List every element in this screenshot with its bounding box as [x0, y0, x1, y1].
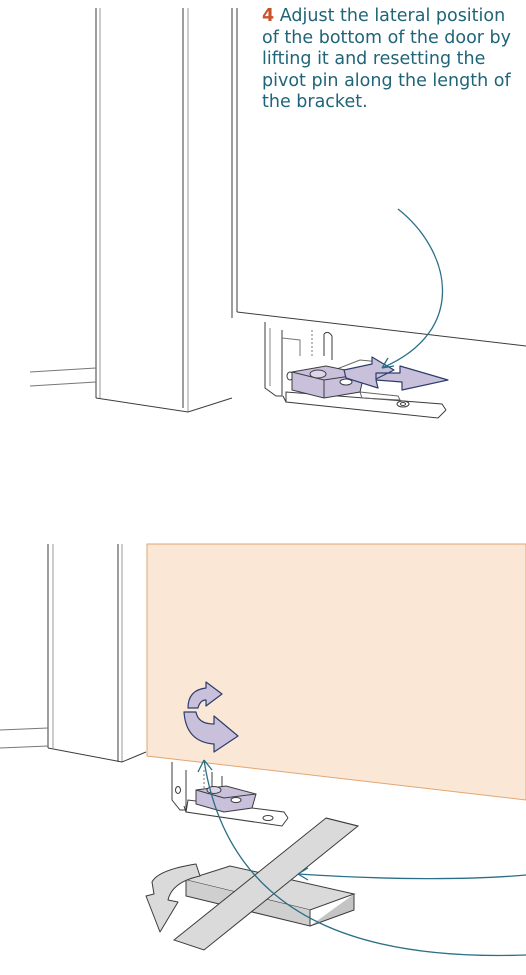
step-text: Adjust the lateral position of the botto… [262, 6, 511, 112]
leader-line-top [382, 209, 443, 368]
step-number: 4 [262, 6, 274, 26]
step-caption: 4 Adjust the lateral position of the bot… [262, 6, 524, 114]
leader-line-bottom-1 [298, 874, 526, 879]
cabinet-side-panel-top [30, 8, 237, 412]
cabinet-side-panel-bottom [0, 544, 146, 762]
lift-down-arrow [146, 864, 200, 932]
bottom-illustration [0, 544, 526, 950]
pivot-pins-top [312, 330, 332, 360]
